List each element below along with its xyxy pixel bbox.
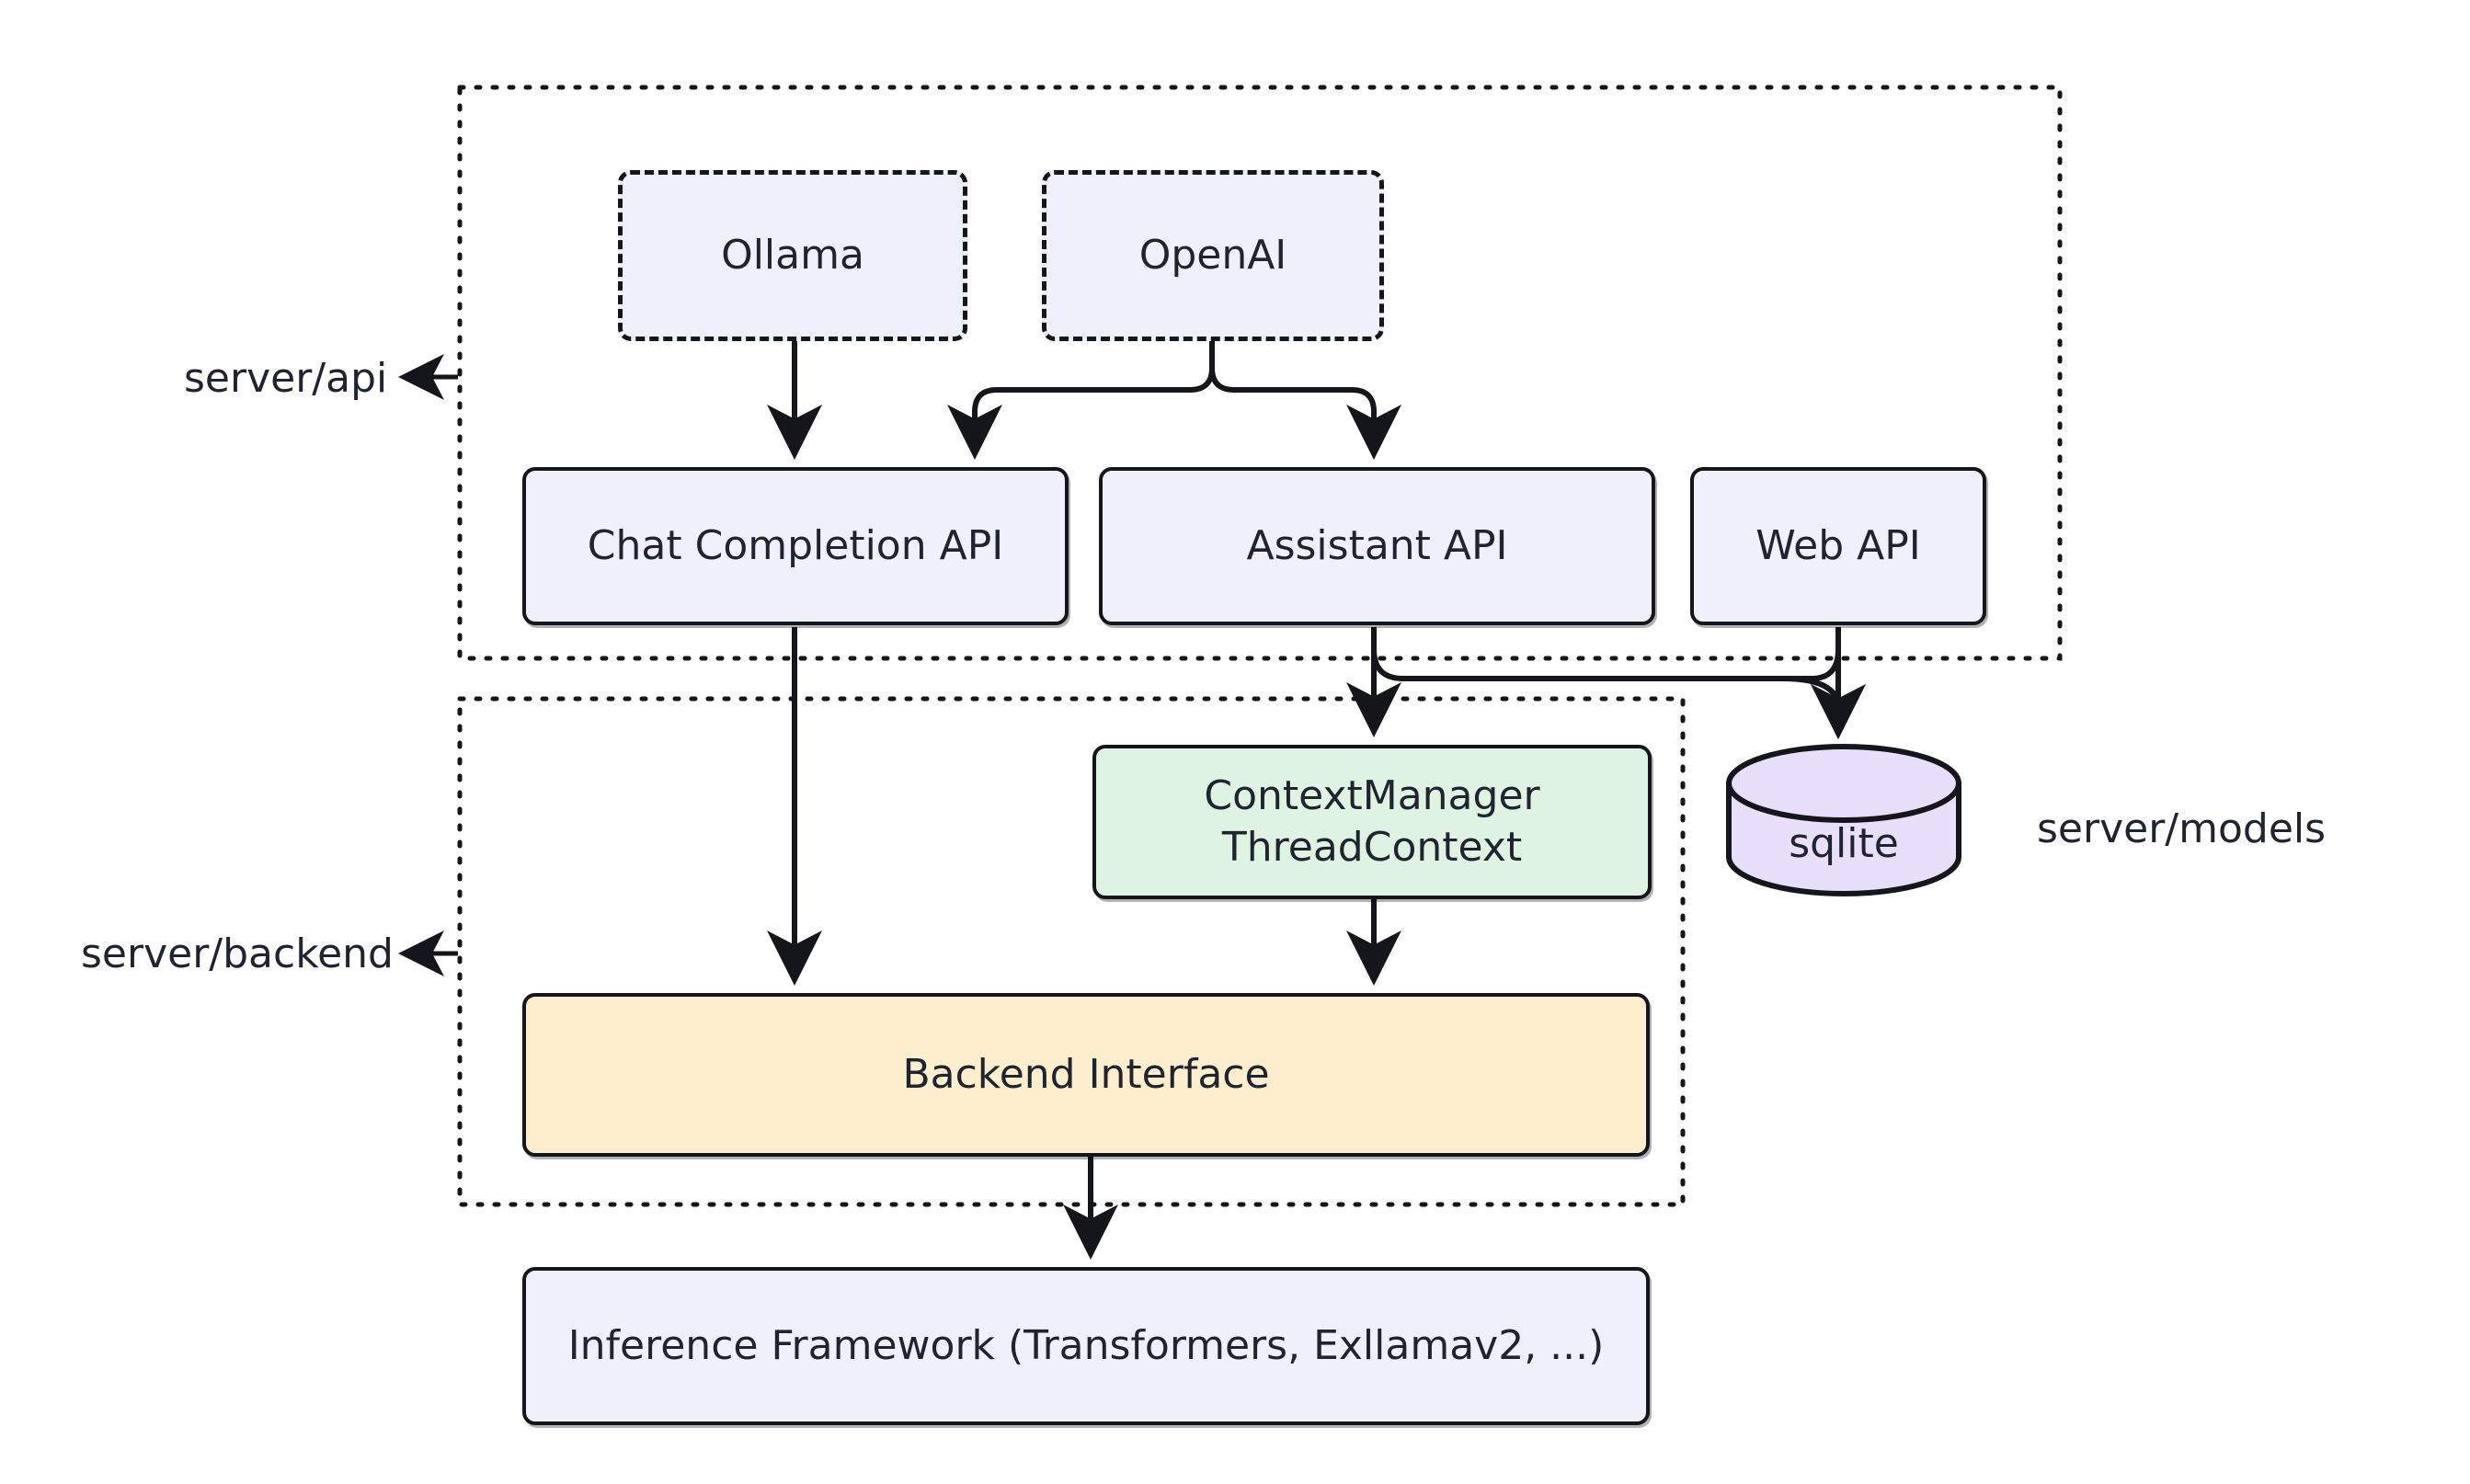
node-assistant-api[interactable]: Assistant API <box>1099 467 1655 625</box>
node-assistant-api-label: Assistant API <box>1246 521 1508 569</box>
edge-sqlite-join <box>1781 676 1866 739</box>
edge-openai-to-assistant <box>1209 341 1401 460</box>
node-ollama[interactable]: Ollama <box>618 170 967 341</box>
label-server-backend-text: server/backend <box>81 930 394 977</box>
node-chat-completion-api[interactable]: Chat Completion API <box>522 467 1069 625</box>
label-server-models-text: server/models <box>2037 805 2327 852</box>
label-server-backend: server/backend <box>81 930 394 977</box>
label-server-api: server/api <box>184 354 387 402</box>
node-ollama-label: Ollama <box>721 231 864 279</box>
node-web-api-label: Web API <box>1755 521 1921 569</box>
node-openai-label: OpenAI <box>1138 231 1287 279</box>
node-inference-framework[interactable]: Inference Framework (Transformers, Exlla… <box>522 1267 1650 1425</box>
node-context-manager-label-line2: ThreadContext <box>1221 824 1523 871</box>
node-inference-framework-label: Inference Framework (Transformers, Exlla… <box>567 1321 1605 1369</box>
node-context-manager[interactable]: ContextManager ThreadContext <box>1092 745 1652 899</box>
edge-openai-to-chat <box>947 341 1215 460</box>
group-api-boundary <box>457 85 2063 661</box>
node-openai[interactable]: OpenAI <box>1042 170 1384 341</box>
sqlite-cylinder <box>1726 744 1961 896</box>
node-chat-completion-api-label: Chat Completion API <box>587 521 1004 569</box>
label-server-models: server/models <box>2037 805 2326 852</box>
node-backend-interface[interactable]: Backend Interface <box>522 993 1650 1157</box>
node-web-api[interactable]: Web API <box>1690 467 1986 625</box>
edge-assistant-to-sqlite <box>1371 648 1812 681</box>
label-server-api-text: server/api <box>184 354 388 402</box>
group-backend-boundary <box>457 696 1686 1207</box>
node-backend-interface-label: Backend Interface <box>902 1050 1270 1098</box>
node-context-manager-label-line1: ContextManager <box>1204 771 1540 819</box>
